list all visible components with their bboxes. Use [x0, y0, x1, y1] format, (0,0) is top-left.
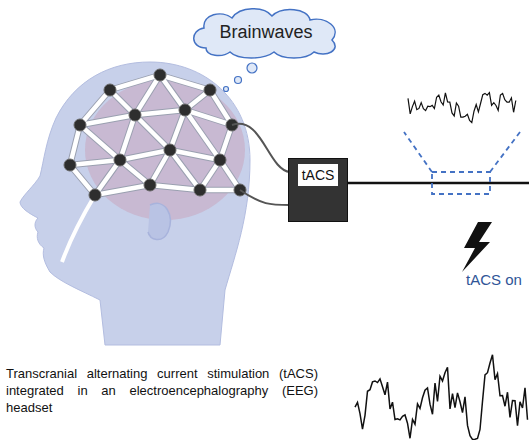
electrode — [154, 69, 166, 81]
headset-strap — [80, 125, 120, 160]
headset-strap — [80, 90, 110, 125]
wire — [240, 190, 290, 205]
electrode — [64, 159, 76, 171]
headset-description: Transcranial alternating current stimula… — [6, 366, 318, 417]
headset-strap — [150, 185, 200, 190]
electrode — [204, 84, 216, 96]
electrode — [74, 119, 86, 131]
chin-strap — [62, 195, 95, 262]
headset-strap — [70, 160, 120, 165]
headset-strap — [120, 150, 170, 160]
timeline — [348, 182, 529, 185]
lightning-bolt — [462, 222, 492, 272]
electrode — [104, 84, 116, 96]
eeg-headset — [62, 69, 246, 262]
thought-cloud: Brainwaves — [186, 4, 346, 60]
headset-strap — [150, 185, 200, 190]
headset-strap — [135, 110, 185, 115]
zoom-window — [432, 172, 490, 194]
headset-strap — [70, 160, 120, 165]
wire — [232, 124, 290, 172]
eeg-wave — [408, 93, 516, 123]
thought-bubble — [235, 77, 242, 84]
headset-strap — [135, 75, 160, 115]
cloud-text: Brainwaves — [219, 22, 312, 43]
stimulation-label: tACS on — [466, 270, 522, 290]
electrode — [179, 104, 191, 116]
electrode — [114, 154, 126, 166]
electrode — [89, 189, 101, 201]
headset-strap — [135, 110, 185, 115]
headset-strap — [80, 125, 120, 160]
headset-strap — [185, 110, 220, 160]
headset-strap — [135, 115, 170, 150]
head-profile — [20, 62, 250, 345]
eeg-wave — [355, 355, 528, 440]
zoom-line — [404, 132, 432, 172]
device-label: tACS — [298, 164, 339, 186]
electrode — [164, 144, 176, 156]
thought-bubble — [224, 87, 229, 92]
ear — [148, 203, 170, 239]
headset-strap — [120, 115, 135, 160]
electrode — [194, 184, 206, 196]
thought-bubble — [247, 63, 257, 73]
headset-strap — [170, 150, 200, 190]
electrode — [129, 109, 141, 121]
headset-strap — [120, 115, 135, 160]
tacs-device: tACS — [288, 158, 348, 222]
cloud-shape — [194, 9, 335, 58]
headset-strap — [135, 115, 170, 150]
electrode — [214, 154, 226, 166]
electrode — [144, 179, 156, 191]
zoom-line — [490, 132, 520, 172]
